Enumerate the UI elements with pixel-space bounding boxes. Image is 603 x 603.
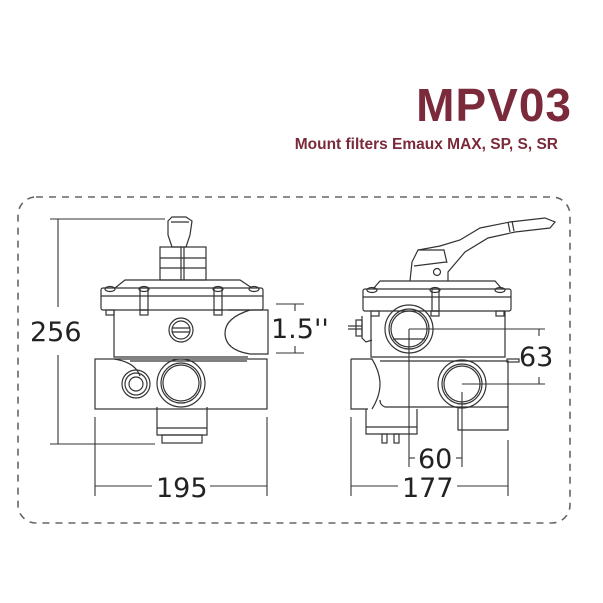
side-view-dimensions [350,328,545,496]
port-offset-dimension-label: 60 [418,444,452,475]
port-height-dimension-label: 63 [519,342,553,373]
front-view-valve [94,216,269,444]
dashed-frame [17,196,571,524]
port-size-dimension-label: 1.5'' [271,314,329,345]
side-width-dimension-label: 177 [402,473,454,504]
model-title: MPV03 [416,79,572,131]
height-dimension-label: 256 [30,317,82,348]
compatibility-subtitle: Mount filters Emaux MAX, SP, S, SR [294,136,558,153]
front-view-dimensions [50,218,304,496]
front-width-dimension-label: 195 [156,473,208,504]
side-view-valve [348,217,556,444]
